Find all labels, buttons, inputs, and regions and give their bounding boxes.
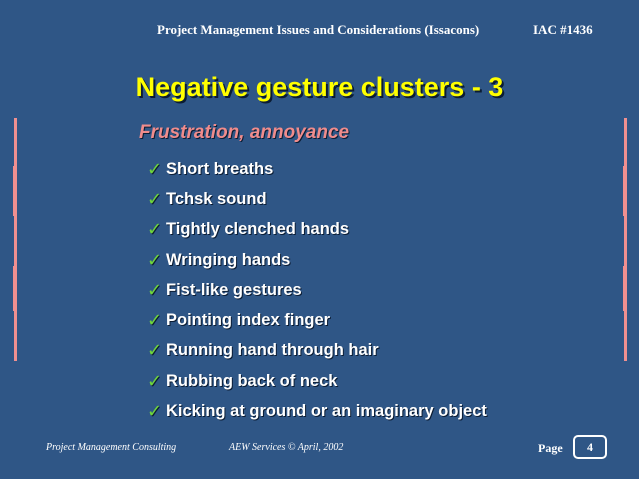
bullet-item: ✓Tightly clenched hands: [147, 215, 487, 245]
checkmark-icon: ✓: [147, 370, 163, 392]
footer-copyright: AEW Services © April, 2002: [229, 442, 344, 453]
bullet-text: Short breaths: [166, 159, 274, 178]
checkmark-icon: ✓: [147, 219, 163, 241]
page-number-box: 4: [573, 435, 607, 459]
left-decor-bar: [14, 311, 17, 361]
bullet-item: ✓Kicking at ground or an imaginary objec…: [147, 396, 487, 426]
right-decor-bar: [623, 266, 627, 311]
bullet-text: Tightly clenched hands: [166, 220, 350, 239]
bullet-text: Pointing index finger: [166, 311, 331, 330]
bullet-text: Running hand through hair: [166, 341, 379, 360]
left-decor-bar: [14, 216, 17, 266]
slide-subtitle: Frustration, annoyance: [139, 122, 350, 143]
footer-company: Project Management Consulting: [46, 442, 177, 453]
slide-footer: Project Management Consulting AEW Servic…: [0, 435, 639, 462]
right-decor-bar: [624, 311, 627, 361]
bullet-item: ✓Running hand through hair: [147, 336, 487, 366]
left-decor-bar: [13, 266, 17, 311]
right-decor-bar: [623, 166, 627, 216]
left-decor-bar: [13, 166, 17, 216]
checkmark-icon: ✓: [147, 310, 163, 332]
bullet-item: ✓Rubbing back of neck: [147, 366, 487, 396]
bullet-list: ✓Short breaths ✓Tchsk sound ✓Tightly cle…: [147, 154, 487, 427]
bullet-text: Wringing hands: [166, 250, 291, 269]
header-code: IAC #1436: [533, 22, 593, 37]
page-label: Page: [538, 441, 563, 455]
checkmark-icon: ✓: [147, 249, 163, 271]
checkmark-icon: ✓: [147, 401, 163, 423]
left-decor-bar: [14, 118, 17, 166]
bullet-text: Fist-like gestures: [166, 280, 302, 299]
right-decor-bar: [624, 118, 627, 166]
bullet-text: Tchsk sound: [166, 189, 267, 208]
slide-title: Negative gesture clusters - 3: [135, 72, 504, 102]
checkmark-icon: ✓: [147, 279, 163, 301]
bullet-item: ✓Wringing hands: [147, 245, 487, 275]
bullet-item: ✓Tchsk sound: [147, 184, 487, 214]
slide-header: Project Management Issues and Considerat…: [0, 22, 639, 42]
bullet-item: ✓Pointing index finger: [147, 305, 487, 335]
bullet-text: Kicking at ground or an imaginary object: [166, 402, 487, 421]
bullet-item: ✓Short breaths: [147, 154, 487, 184]
checkmark-icon: ✓: [147, 188, 163, 210]
checkmark-icon: ✓: [147, 340, 163, 362]
bullet-item: ✓Fist-like gestures: [147, 275, 487, 305]
checkmark-icon: ✓: [147, 158, 163, 180]
bullet-text: Rubbing back of neck: [166, 371, 338, 390]
right-decor-bar: [624, 216, 627, 266]
header-title: Project Management Issues and Considerat…: [157, 22, 480, 37]
